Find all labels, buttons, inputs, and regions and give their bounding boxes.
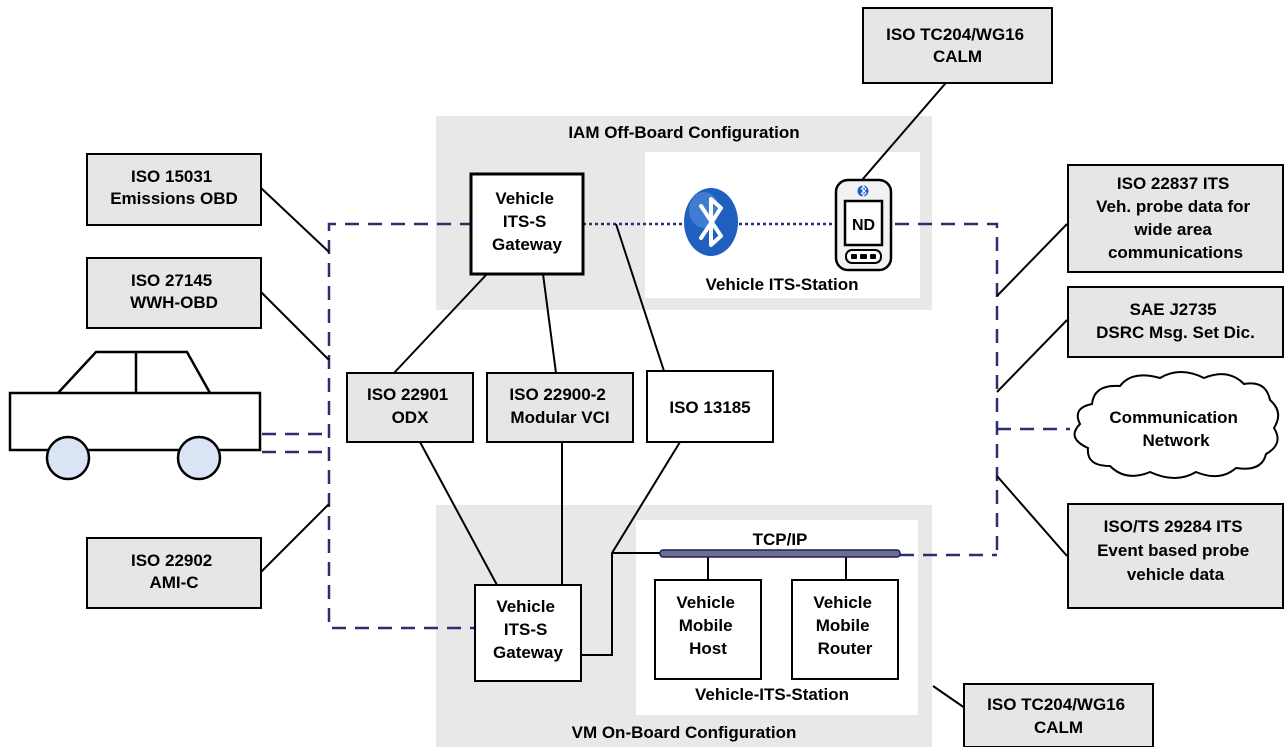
onboard-station-label: Vehicle-ITS-Station — [695, 685, 849, 704]
offboard-station-label: Vehicle ITS-Station — [705, 275, 858, 294]
iso27145-line1: ISO 27145 — [131, 271, 212, 290]
svg-text:ISO 15031 Emissions OBD: ISO 15031 Emissions OBD — [110, 167, 238, 208]
svg-text:ISO 27145 WWH-OBD: ISO 27145 WWH-OBD — [130, 271, 218, 312]
iso15031-box: ISO 15031 Emissions OBD — [86, 153, 262, 226]
car-icon — [8, 350, 262, 481]
iso22837-line1: ISO 22837 ITS — [1117, 174, 1229, 193]
bluetooth-icon — [684, 188, 738, 256]
iso22837-line4: communications — [1108, 243, 1243, 262]
svg-text:Communication Network: Communication Network — [1109, 408, 1242, 450]
calm-top-box: ISO TC204/WG16 CALM — [862, 7, 1053, 84]
iso22901-box: ISO 22901 ODX — [346, 372, 474, 443]
iso22902-line2: AMI-C — [149, 573, 198, 592]
saej2735-line2: DSRC Msg. Set Dic. — [1096, 323, 1255, 342]
offboard-region-title: IAM Off-Board Configuration — [568, 123, 799, 142]
gateway-bottom-line3: Gateway — [493, 643, 563, 662]
iso22900-line2: Modular VCI — [510, 408, 609, 427]
svg-text:Vehicle Mobile Rou: Vehicle Mobile Router — [813, 593, 876, 658]
svg-text:ISO 22901 ODX: ISO 22901 ODX — [367, 385, 453, 427]
onboard-region-title: VM On-Board Configuration — [572, 723, 797, 742]
mobile-router-line2: Mobile — [816, 616, 870, 635]
svg-text:Vehicle ITS-S Gate: Vehicle ITS-S Gateway — [492, 189, 562, 254]
iso15031-line2: Emissions OBD — [110, 189, 238, 208]
svg-text:ISO TC204/WG16 CALM: ISO TC204/WG16 CALM — [987, 695, 1130, 737]
svg-text:Vehicle ITS-S Gate: Vehicle ITS-S Gateway — [493, 597, 563, 662]
iso22900-line1: ISO 22900-2 — [509, 385, 605, 404]
saej2735-line1: SAE J2735 — [1130, 300, 1217, 319]
mobile-router-box: Vehicle Mobile Router — [791, 579, 899, 680]
calm-bottom-line2: CALM — [1034, 718, 1083, 737]
car-wheel-rear — [176, 435, 222, 481]
iso22901-line2: ODX — [392, 408, 430, 427]
mobile-host-line1: Vehicle — [676, 593, 735, 612]
external-link-upper — [895, 222, 999, 555]
saej2735-box: SAE J2735 DSRC Msg. Set Dic. — [1067, 286, 1284, 358]
calm-bottom-line1: ISO TC204/WG16 — [987, 695, 1125, 714]
iso29284-line2: Event based probe — [1097, 541, 1249, 560]
network-line1: Communication — [1109, 408, 1237, 427]
iso27145-box: ISO 27145 WWH-OBD — [86, 257, 262, 329]
iso22837-line3: wide area — [1133, 220, 1212, 239]
iso13185-box: ISO 13185 — [646, 370, 774, 443]
iso22837-box: ISO 22837 ITS Veh. probe data for wide a… — [1067, 164, 1284, 273]
network-line2: Network — [1142, 431, 1210, 450]
iso29284-box: ISO/TS 29284 ITS Event based probe vehic… — [1067, 503, 1284, 609]
tcpip-bus — [659, 549, 901, 558]
dashed-links — [262, 222, 1070, 630]
gateway-top-box: Vehicle ITS-S Gateway — [469, 172, 585, 276]
calm-top-line1: ISO TC204/WG16 — [886, 25, 1024, 44]
cloud-icon: Communication Network — [1073, 371, 1280, 479]
svg-text:ISO 22837 ITS Veh. probe: ISO 22837 ITS Veh. probe data for wide a… — [1096, 174, 1255, 262]
solid-links — [260, 69, 1068, 745]
vehicle-bus-loop — [327, 222, 474, 630]
gateway-top-line1: Vehicle — [495, 189, 554, 208]
iso29284-line3: vehicle data — [1127, 565, 1225, 584]
iso22900-box: ISO 22900-2 Modular VCI — [486, 372, 634, 443]
iso22902-line1: ISO 22902 — [131, 551, 212, 570]
mobile-router-line1: Vehicle — [813, 593, 872, 612]
gateway-bottom-line1: Vehicle — [496, 597, 555, 616]
iso27145-line2: WWH-OBD — [130, 293, 218, 312]
iso29284-line1: ISO/TS 29284 ITS — [1104, 517, 1243, 536]
iso15031-line1: ISO 15031 — [131, 167, 212, 186]
calm-bottom-box: ISO TC204/WG16 CALM — [963, 683, 1154, 747]
iso22901-line1: ISO 22901 — [367, 385, 448, 404]
svg-text:ISO 22900-2 Modular VCI: ISO 22900-2 Modular VCI — [509, 385, 610, 427]
mobile-host-box: Vehicle Mobile Host — [654, 579, 762, 680]
iso22837-line2: Veh. probe data for — [1096, 197, 1250, 216]
gateway-top-line2: ITS-S — [503, 212, 546, 231]
nomadic-device-label: ND — [852, 217, 875, 234]
mobile-host-line3: Host — [689, 639, 727, 658]
tcpip-label: TCP/IP — [753, 530, 808, 549]
iso13185-label: ISO 13185 — [669, 398, 750, 417]
svg-text:ISO TC204/WG16 CALM: ISO TC204/WG16 CALM — [886, 25, 1029, 66]
gateway-top-line3: Gateway — [492, 235, 562, 254]
mobile-router-line3: Router — [818, 639, 873, 658]
calm-top-line2: CALM — [933, 47, 982, 66]
svg-text:ISO 22902 AMI-C: ISO 22902 AMI-C — [131, 551, 217, 592]
car-wheel-front — [45, 435, 91, 481]
svg-text:ISO/TS 29284 ITS Event b: ISO/TS 29284 ITS Event based probe vehic… — [1097, 517, 1254, 584]
gateway-bottom-line2: ITS-S — [504, 620, 547, 639]
iso22902-box: ISO 22902 AMI-C — [86, 537, 262, 609]
svg-text:SAE J2735 DSRC Msg. Set: SAE J2735 DSRC Msg. Set Dic. — [1096, 300, 1255, 342]
mobile-host-line2: Mobile — [679, 616, 733, 635]
nomadic-device-icon: ND — [834, 178, 893, 272]
gateway-bottom-box: Vehicle ITS-S Gateway — [474, 584, 582, 682]
svg-text:Vehicle Mobile Hos: Vehicle Mobile Host — [676, 593, 739, 658]
